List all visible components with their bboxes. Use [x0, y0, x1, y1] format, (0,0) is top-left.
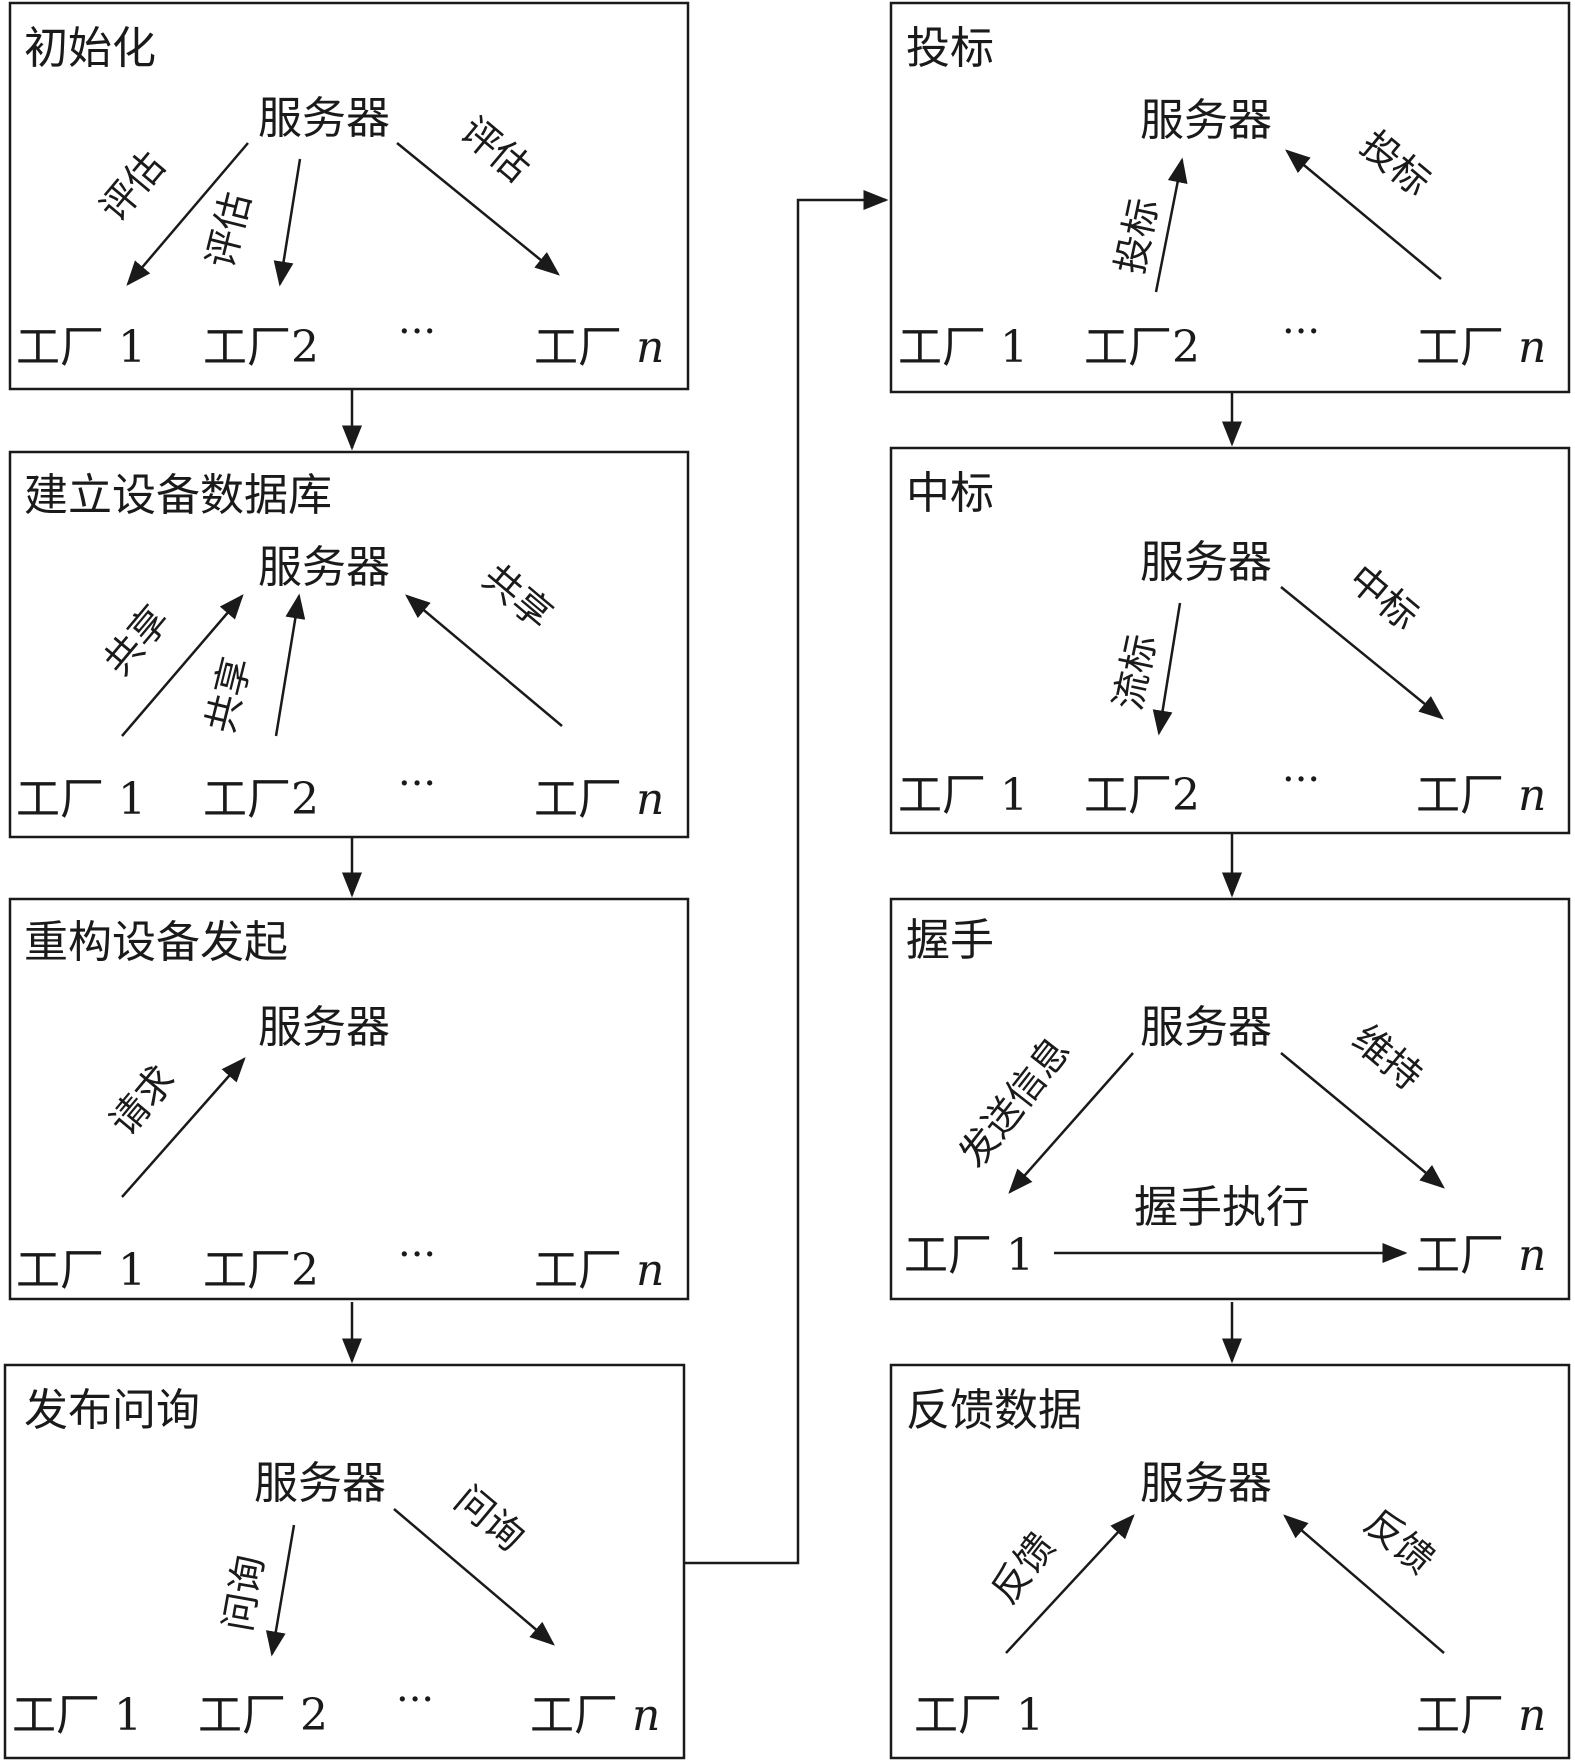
factory-1-label: 工厂 1 — [16, 774, 146, 825]
factory-2-label: 工厂2 — [1084, 322, 1200, 373]
factory-1-label: 工厂 1 — [12, 1690, 142, 1741]
edge-label: 评估 — [452, 108, 539, 191]
step-box-feedback — [889, 1363, 1571, 1760]
edge-arrow — [396, 142, 560, 276]
factory-n-label: 工厂 n — [534, 774, 664, 825]
edge-label: 发送信息 — [950, 1029, 1078, 1176]
factory-1-label: 工厂 1 — [914, 1690, 1044, 1741]
step-box-database — [8, 450, 690, 839]
factory-n-label: 工厂 n — [534, 322, 664, 373]
server-label: 服务器 — [258, 93, 390, 144]
step-box-init — [8, 1, 690, 391]
factory-1-label: 工厂 1 — [898, 770, 1028, 821]
edge-arrow — [1008, 1052, 1134, 1194]
edge-arrow — [121, 594, 244, 737]
edge-label: 握手执行 — [1134, 1182, 1310, 1233]
factory-n-label: 工厂 n — [534, 1245, 664, 1296]
edge-arrow — [1285, 149, 1442, 280]
ellipsis: ··· — [398, 1232, 436, 1278]
step-title: 投标 — [906, 23, 994, 74]
edge-label: 反馈 — [1356, 1500, 1443, 1583]
step-title: 初始化 — [24, 23, 156, 74]
factory-2-label: 工厂2 — [203, 1245, 319, 1296]
factory-2-label: 工厂2 — [203, 774, 319, 825]
edge-arrow — [393, 1508, 555, 1646]
factory-1-label: 工厂 1 — [16, 1245, 146, 1296]
factory-n-label: 工厂 n — [1416, 322, 1546, 373]
edge-arrow — [1283, 1514, 1445, 1654]
edge-label: 流标 — [1106, 630, 1165, 714]
edge-arrow — [1280, 1052, 1445, 1189]
server-label: 服务器 — [258, 1002, 390, 1053]
factory-2-label: 工厂2 — [203, 322, 319, 373]
edge-label: 维持 — [1344, 1016, 1431, 1099]
edge-arrow — [126, 142, 249, 286]
edge-label: 问询 — [216, 1552, 273, 1635]
step-box-inquiry — [3, 1363, 686, 1760]
step-title: 建立设备数据库 — [24, 470, 332, 521]
edge-arrow — [273, 158, 302, 287]
step-title: 中标 — [906, 468, 994, 519]
ellipsis: ··· — [398, 309, 436, 355]
factory-1-label: 工厂 1 — [904, 1230, 1034, 1281]
server-label: 服务器 — [1140, 537, 1272, 588]
factory-2-label: 工厂 2 — [198, 1690, 328, 1741]
step-title: 发布问询 — [24, 1385, 200, 1436]
edge-arrow — [265, 1524, 296, 1657]
step-box-reconfig — [8, 897, 690, 1301]
factory-1-label: 工厂 1 — [16, 322, 146, 373]
step-title: 握手 — [906, 915, 994, 966]
edge-arrow — [274, 593, 306, 737]
ellipsis: ··· — [1282, 757, 1320, 803]
step-box-award — [889, 446, 1571, 835]
edge-arrow — [1280, 586, 1444, 720]
edge-label: 共享 — [95, 597, 178, 684]
server-label: 服务器 — [1140, 95, 1272, 146]
factory-n-label: 工厂 n — [1416, 1690, 1546, 1741]
step-box-bid — [889, 1, 1571, 394]
step-title: 重构设备发起 — [24, 917, 288, 968]
edge-arrow — [1154, 157, 1188, 293]
step-box-handshake — [889, 897, 1571, 1301]
edge-arrow — [1005, 1514, 1135, 1654]
edge-label: 共享 — [474, 555, 561, 638]
edge-label: 反馈 — [982, 1525, 1063, 1612]
ellipsis: ··· — [396, 1677, 434, 1723]
server-label: 服务器 — [258, 542, 390, 593]
edge-arrow — [121, 1057, 246, 1198]
ellipsis: ··· — [1282, 309, 1320, 355]
edge-label: 中标 — [1340, 556, 1427, 639]
edge-label: 请求 — [101, 1057, 184, 1144]
factory-n-label: 工厂 n — [530, 1690, 660, 1741]
edge-label: 投标 — [1108, 194, 1167, 278]
step-title: 反馈数据 — [906, 1385, 1082, 1436]
edge-label: 评估 — [198, 188, 259, 272]
flow-arrow — [684, 190, 889, 1565]
edge-label: 评估 — [91, 143, 174, 230]
server-label: 服务器 — [1140, 1458, 1272, 1509]
edge-label: 投标 — [1352, 122, 1439, 205]
factory-2-label: 工厂2 — [1084, 770, 1200, 821]
server-label: 服务器 — [1140, 1002, 1272, 1053]
factory-n-label: 工厂 n — [1416, 770, 1546, 821]
edge-arrow — [1152, 602, 1182, 736]
edge-arrow — [405, 594, 563, 727]
factory-1-label: 工厂 1 — [898, 322, 1028, 373]
edge-label: 问询 — [446, 1477, 533, 1560]
edge-label: 共享 — [198, 653, 259, 737]
ellipsis: ··· — [398, 761, 436, 807]
server-label: 服务器 — [254, 1458, 386, 1509]
factory-n-label: 工厂 n — [1416, 1230, 1546, 1281]
